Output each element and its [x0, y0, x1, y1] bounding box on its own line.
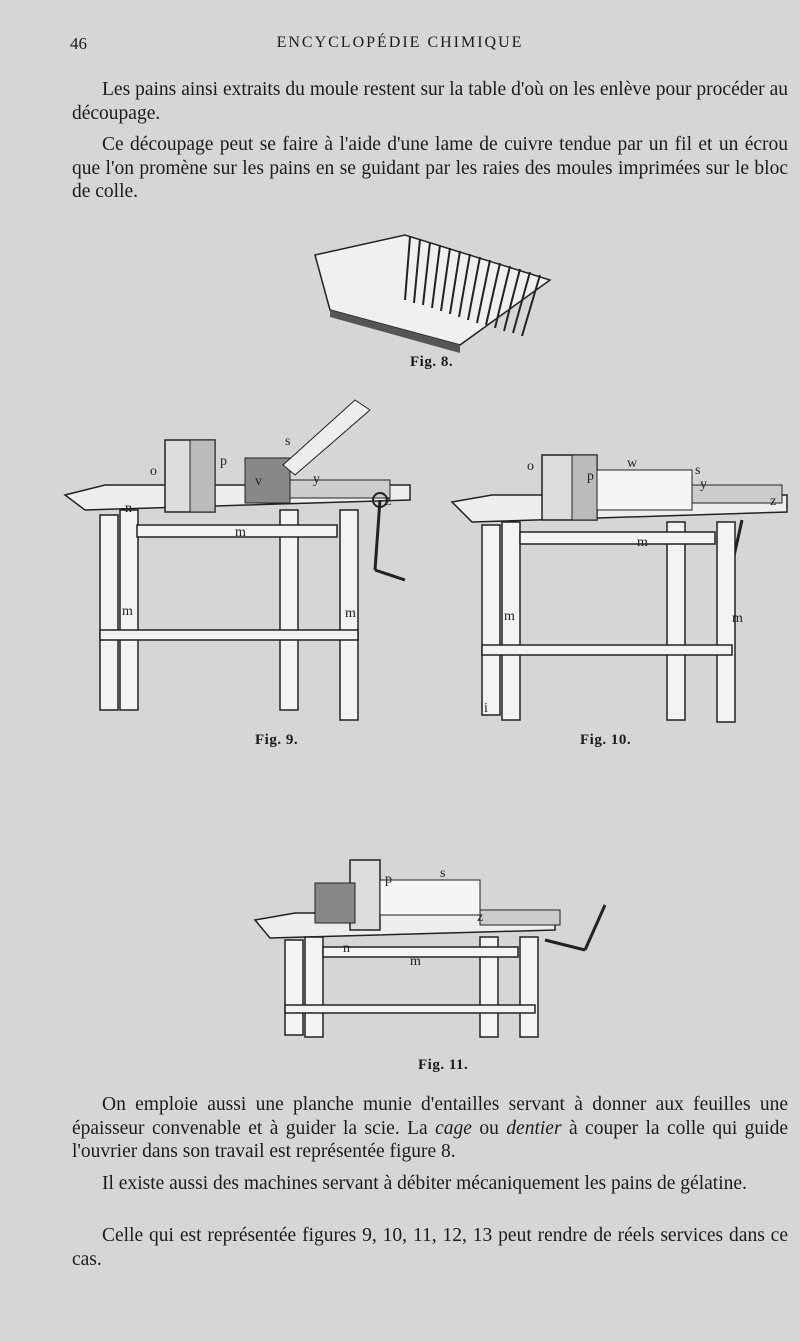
- figure-11-illustration: p s z n m: [253, 859, 607, 1038]
- italic-term: dentier: [506, 1117, 562, 1139]
- label-z: z: [770, 494, 776, 509]
- label-p: p: [220, 454, 227, 469]
- label-m: m: [637, 535, 648, 550]
- page-number: 46: [70, 34, 87, 53]
- label-p: p: [587, 469, 594, 484]
- label-m: m: [410, 954, 421, 969]
- label-z: z: [477, 910, 483, 925]
- figure-11-caption: Fig. 11.: [418, 1057, 469, 1073]
- figure-10-illustration: o p w s y z m m m i: [450, 454, 788, 723]
- paragraph: Il existe aussi des machines servant à d…: [72, 1172, 788, 1196]
- label-m: m: [504, 609, 515, 624]
- paragraph-text: On emploie aussi une planche munie d'ent…: [72, 1094, 788, 1139]
- label-p: p: [385, 872, 392, 887]
- label-m: m: [235, 525, 246, 540]
- label-v: v: [255, 474, 262, 489]
- label-m: m: [732, 611, 743, 626]
- paragraph: On emploie aussi une planche munie d'ent…: [72, 1093, 788, 1164]
- label-s: s: [695, 463, 700, 478]
- figure-8-caption: Fig. 8.: [410, 354, 454, 370]
- label-z: z: [385, 494, 391, 509]
- italic-term: cage: [435, 1117, 472, 1139]
- paragraph-text: ou: [471, 1117, 507, 1139]
- figure-9-caption: Fig. 9.: [255, 732, 299, 748]
- label-n: n: [125, 501, 132, 516]
- figure-10-caption: Fig. 10.: [580, 732, 632, 748]
- paragraph-text: Celle qui est représentée figures 9, 10,…: [72, 1225, 788, 1270]
- paragraph-text: Il existe aussi des machines servant à d…: [102, 1173, 747, 1194]
- label-y: y: [313, 472, 320, 487]
- label-m: m: [345, 606, 356, 621]
- paragraph: Celle qui est représentée figures 9, 10,…: [72, 1224, 788, 1271]
- paragraph-text: à couper la colle qui guide l'ouvrier da…: [72, 1117, 789, 1163]
- label-o: o: [527, 459, 534, 474]
- paragraph: Ce découpage peut se faire à l'aide d'un…: [72, 133, 788, 204]
- figure-9-illustration: o p s v y z n m m m: [63, 399, 411, 721]
- paragraph-text: Ce découpage peut se faire à l'aide d'un…: [72, 134, 788, 202]
- paragraph: Les pains ainsi extraits du moule resten…: [72, 78, 788, 125]
- label-m: m: [122, 604, 133, 619]
- label-i: i: [484, 701, 488, 716]
- paragraph-text: Les pains ainsi extraits du moule resten…: [72, 79, 788, 124]
- figure-8-illustration: [314, 234, 552, 353]
- running-title: ENCYCLOPÉDIE CHIMIQUE: [276, 34, 524, 51]
- label-n: n: [343, 941, 350, 956]
- label-o: o: [150, 464, 157, 479]
- label-y: y: [700, 477, 707, 492]
- label-s: s: [285, 434, 290, 449]
- label-s: s: [440, 866, 445, 881]
- label-w: w: [627, 456, 638, 471]
